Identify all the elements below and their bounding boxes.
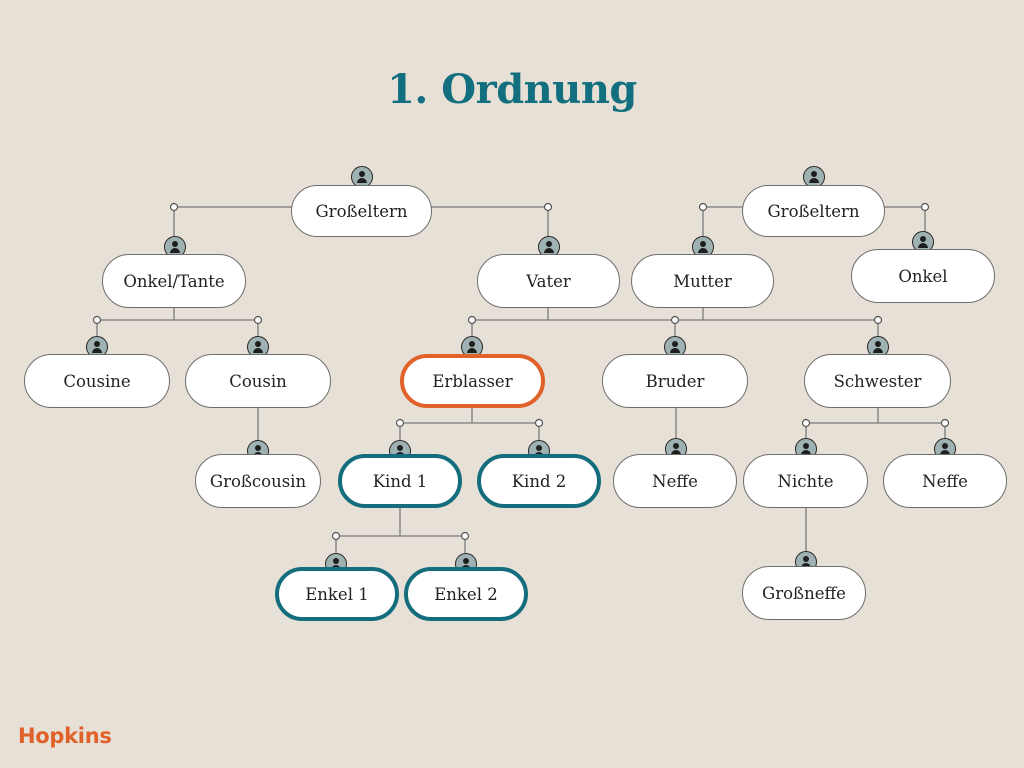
junction-dot-icon [534,418,544,428]
node-label: Onkel [898,266,948,286]
node-grosscousin[interactable]: Großcousin [195,454,321,508]
junction-dot-icon [395,418,405,428]
person-icon [164,236,186,258]
node-label: Vater [526,271,571,291]
node-label: Mutter [673,271,732,291]
node-grosseltern-paternal[interactable]: Großeltern [291,185,432,237]
node-cousin[interactable]: Cousin [185,354,331,408]
node-label: Neffe [652,471,698,491]
node-vater[interactable]: Vater [477,254,620,308]
junction-dot-icon [467,315,477,325]
node-enkel-1[interactable]: Enkel 1 [275,567,399,621]
person-icon [867,336,889,358]
node-label: Enkel 2 [434,584,498,604]
node-cousine[interactable]: Cousine [24,354,170,408]
junction-dot-icon [698,202,708,212]
node-label: Cousine [63,371,131,391]
junction-dot-icon [253,315,263,325]
node-label: Großneffe [762,583,846,603]
junction-dot-icon [543,202,553,212]
junction-dot-icon [920,202,930,212]
node-schwester[interactable]: Schwester [804,354,951,408]
node-onkel[interactable]: Onkel [851,249,995,303]
page-title: 1. Ordnung [387,66,637,113]
node-label: Enkel 1 [305,584,369,604]
junction-dot-icon [169,202,179,212]
node-label: Kind 2 [511,471,567,491]
node-grossneffe[interactable]: Großneffe [742,566,866,620]
node-nichte[interactable]: Nichte [743,454,868,508]
junction-dot-icon [92,315,102,325]
junction-dot-icon [940,418,950,428]
person-icon [351,166,373,188]
node-erblasser[interactable]: Erblasser [400,354,545,408]
node-label: Kind 1 [372,471,428,491]
person-icon [912,231,934,253]
node-mutter[interactable]: Mutter [631,254,774,308]
person-icon [461,336,483,358]
junction-dot-icon [331,531,341,541]
node-kind-2[interactable]: Kind 2 [477,454,601,508]
node-neffe-schwester[interactable]: Neffe [883,454,1007,508]
node-label: Neffe [922,471,968,491]
junction-dot-icon [460,531,470,541]
node-neffe-bruder[interactable]: Neffe [613,454,737,508]
node-label: Erblasser [432,371,513,391]
junction-dot-icon [670,315,680,325]
node-bruder[interactable]: Bruder [602,354,748,408]
junction-dot-icon [801,418,811,428]
person-icon [803,166,825,188]
node-grosseltern-maternal[interactable]: Großeltern [742,185,885,237]
node-label: Nichte [777,471,834,491]
node-label: Onkel/Tante [123,271,225,291]
node-label: Bruder [645,371,705,391]
person-icon [247,336,269,358]
hopkins-logo: Hopkins [18,724,112,748]
node-enkel-2[interactable]: Enkel 2 [404,567,528,621]
node-label: Cousin [229,371,287,391]
node-label: Großeltern [315,201,408,221]
node-label: Großcousin [209,471,307,491]
node-kind-1[interactable]: Kind 1 [338,454,462,508]
node-label: Schwester [833,371,922,391]
node-label: Großeltern [767,201,860,221]
node-onkel-tante[interactable]: Onkel/Tante [102,254,246,308]
junction-dot-icon [873,315,883,325]
